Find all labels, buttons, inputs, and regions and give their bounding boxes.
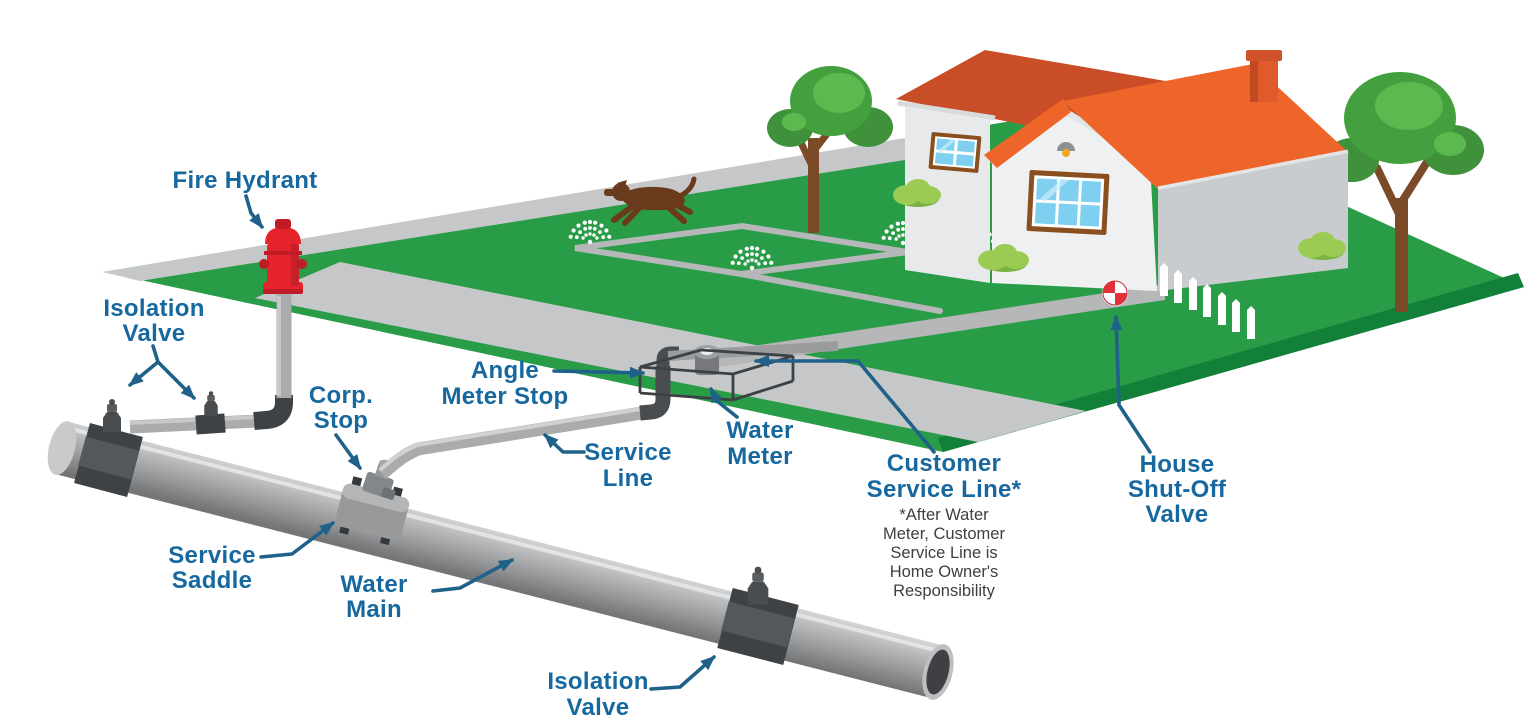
porch-lamp-icon <box>1057 142 1075 157</box>
footnote-line-1: *After Water <box>899 506 989 524</box>
house-right-wall <box>1158 153 1348 291</box>
house <box>893 50 1349 339</box>
leader-angle-meter-stop <box>552 366 645 379</box>
isolation-valve-main-bottom <box>717 566 799 666</box>
label-water-main-1: Water <box>340 571 407 598</box>
gable-roof-band <box>984 99 1071 168</box>
window-small <box>928 132 982 173</box>
leader-isolation-valve-bottom <box>649 655 716 691</box>
water-main-cut-end <box>47 421 77 475</box>
label-isolation-valve-top-2: Valve <box>123 320 186 347</box>
label-isolation-valve-bottom-2: Valve <box>567 694 630 721</box>
footnote-line-2: Meter, Customer <box>883 525 1005 543</box>
valve-stem-icon <box>747 566 769 605</box>
label-service-line-2: Line <box>603 465 654 492</box>
house-shut-off-valve-marker <box>1102 280 1128 306</box>
leader-service-saddle <box>259 521 335 559</box>
sprinkler-icon <box>3 249 47 275</box>
label-water-meter-2: Meter <box>727 443 793 470</box>
chimney <box>1246 50 1282 102</box>
callout-labels: Fire Hydrant Isolation Valve Corp. Stop … <box>103 167 1227 721</box>
label-service-saddle-1: Service <box>168 542 256 569</box>
lateral-elbow <box>253 395 293 430</box>
label-fire-hydrant: Fire Hydrant <box>173 167 318 194</box>
label-service-line-1: Service <box>584 439 672 466</box>
label-corp-stop-1: Corp. <box>309 382 373 409</box>
leader-fire-hydrant <box>244 194 264 229</box>
leader-corp-stop <box>334 433 362 470</box>
label-house-shut-off-1: House <box>1140 451 1215 478</box>
leader-water-meter <box>709 387 739 419</box>
leader-customer-service-line <box>754 355 936 454</box>
running-dog-icon <box>604 176 697 226</box>
leader-house-shut-off-valve <box>1110 315 1152 454</box>
leader-water-main <box>431 558 514 593</box>
footnote-line-5: Responsibility <box>893 582 996 600</box>
label-angle-meter-stop-1: Angle <box>471 357 539 384</box>
footnote-line-4: Home Owner's <box>890 563 999 581</box>
valve-stem-icon <box>204 391 218 416</box>
valve-stem-icon <box>103 399 121 432</box>
tree-right-icon <box>1325 72 1484 312</box>
window-large <box>1026 170 1110 235</box>
label-water-main-2: Main <box>346 596 402 623</box>
label-house-shut-off-3: Valve <box>1146 501 1209 528</box>
isolation-valve-main-left <box>74 399 143 497</box>
label-angle-meter-stop-2: Meter Stop <box>441 383 568 410</box>
street-road <box>103 138 905 281</box>
label-isolation-valve-top-1: Isolation <box>103 295 204 322</box>
label-water-meter-1: Water <box>726 417 793 444</box>
leader-isolation-valve-left-arm <box>128 344 160 387</box>
bushes <box>893 179 1346 272</box>
label-service-saddle-2: Saddle <box>172 567 253 594</box>
service-line-pipe <box>377 405 650 479</box>
leader-service-line <box>543 433 586 454</box>
picket-fence <box>1160 263 1255 339</box>
fire-hydrant-icon <box>259 219 307 294</box>
callout-leaders <box>128 194 1152 691</box>
label-isolation-valve-bottom-1: Isolation <box>547 668 648 695</box>
lawn-edge-shadow <box>938 273 1524 452</box>
hydrant-lateral-pipe <box>129 294 293 435</box>
angle-meter-stop-fitting <box>639 366 671 421</box>
footnote: *After Water Meter, Customer Service Lin… <box>883 506 1005 600</box>
leader-isolation-valve-right-arm <box>156 360 196 400</box>
label-corp-stop-2: Stop <box>314 407 369 434</box>
label-house-shut-off-2: Shut-Off <box>1128 476 1227 503</box>
isolation-valve-lateral <box>195 391 226 435</box>
tree-left-icon <box>767 66 893 233</box>
label-customer-service-line-2: Service Line* <box>867 476 1022 503</box>
footnote-line-3: Service Line is <box>890 544 997 562</box>
label-customer-service-line-1: Customer <box>887 450 1001 477</box>
